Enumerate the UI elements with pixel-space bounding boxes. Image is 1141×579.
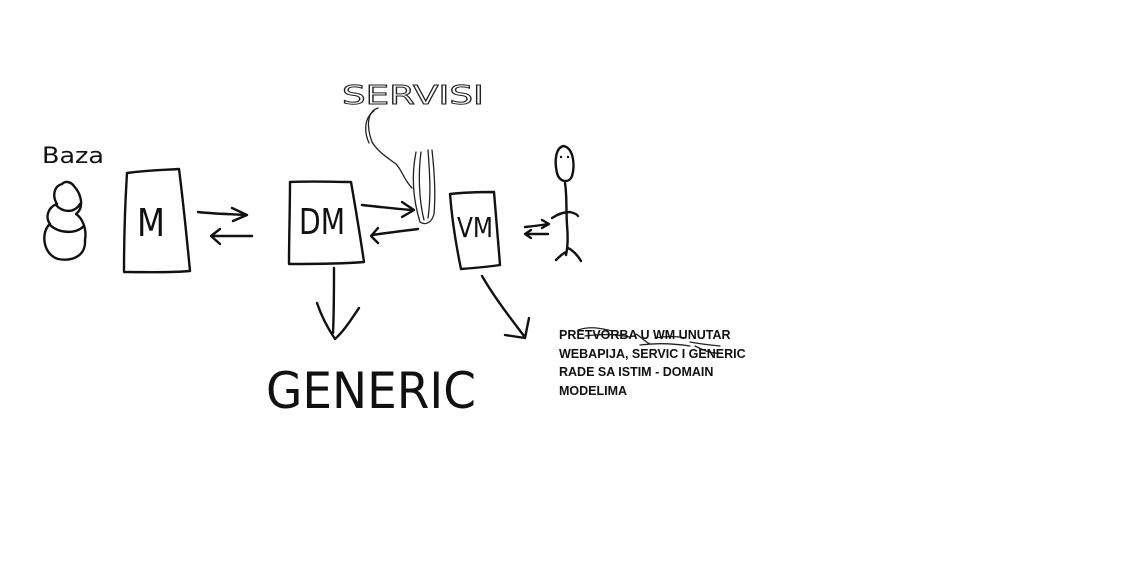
domain-viewmodel-arrows <box>360 200 420 245</box>
model-box-label: M <box>137 201 165 245</box>
generic-label: GENERIC <box>266 362 476 420</box>
service-pillar <box>412 149 436 225</box>
domain-model-box: DM <box>287 180 366 266</box>
view-model-box-label: VM <box>457 211 493 244</box>
viewmodel-user-arrows <box>523 218 551 240</box>
viewmodel-to-note-arrow <box>480 274 531 340</box>
servisi-label: SERVISI <box>342 81 484 111</box>
database-icon <box>43 180 87 261</box>
model-box: M <box>122 167 192 274</box>
user-icon <box>550 144 583 263</box>
servisi-connector <box>365 107 413 189</box>
note-scribble <box>577 327 721 354</box>
note-text: PRETVORBA U WM UNUTAR WEBAPIJA, SERVIC I… <box>559 328 746 398</box>
database-label: Baza <box>42 144 104 169</box>
domain-to-generic-arrow <box>315 266 361 341</box>
model-domain-arrows <box>196 206 254 246</box>
view-model-box: VM <box>448 190 502 271</box>
domain-model-box-label: DM <box>299 202 345 243</box>
